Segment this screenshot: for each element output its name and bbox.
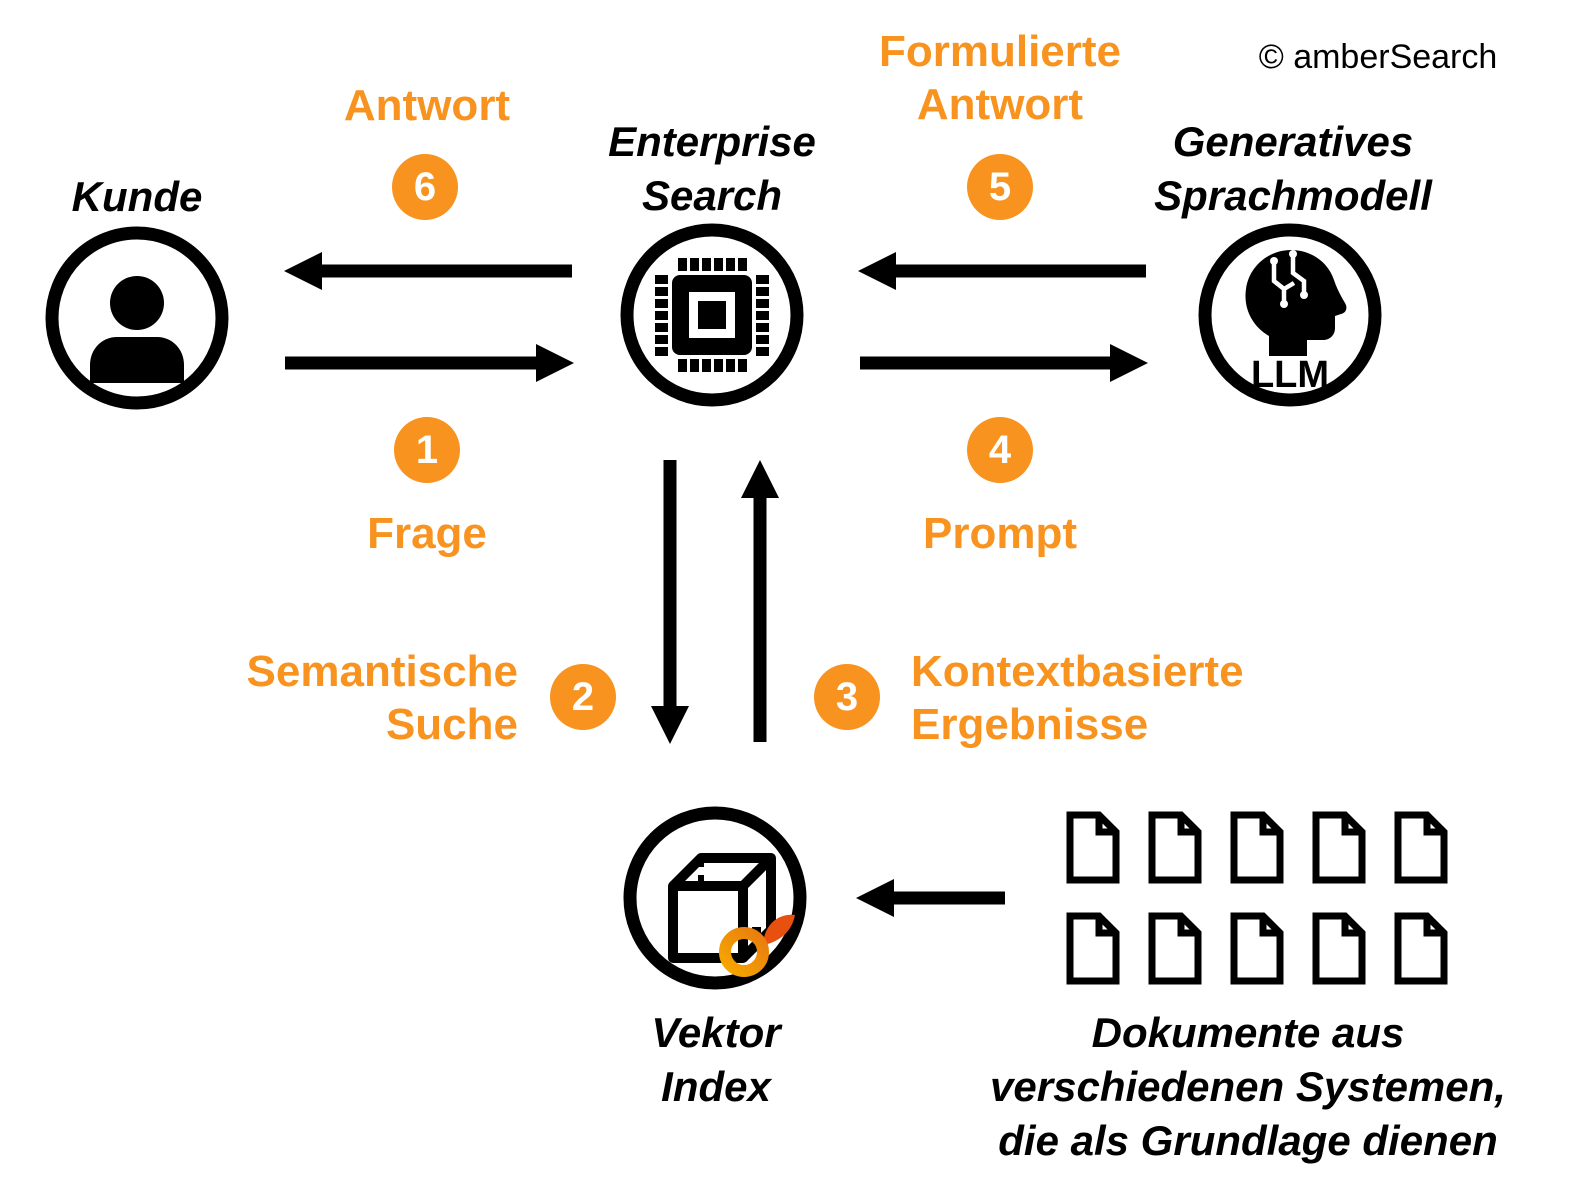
copyright-text: © amberSearch <box>1258 38 1498 76</box>
document-icon <box>1066 912 1120 985</box>
language-model-node: LLM <box>1198 223 1382 407</box>
llm-caption: LLM <box>1251 354 1329 396</box>
semantic-search-arrow <box>651 460 689 744</box>
step-3-badge: 3 <box>814 664 880 730</box>
document-icon <box>1230 811 1284 884</box>
step-4-badge: 4 <box>967 417 1033 483</box>
ai-head-icon: LLM <box>1198 223 1382 407</box>
step-4-label: Prompt <box>923 509 1077 558</box>
document-icon <box>1230 912 1284 985</box>
step-6-label: Antwort <box>343 81 511 130</box>
answer-arrow <box>284 252 572 290</box>
step-5-label: Formulierte Antwort <box>878 27 1122 129</box>
document-icon <box>1394 811 1448 884</box>
prompt-arrow <box>860 344 1148 382</box>
step-2-label: Semantische Suche <box>246 647 518 749</box>
step-3-label: Kontextbasierte Ergebnisse <box>911 647 1244 749</box>
question-arrow <box>285 344 574 382</box>
step-1-badge: 1 <box>394 417 460 483</box>
chip-icon <box>620 223 804 407</box>
document-icon <box>1312 912 1366 985</box>
document-icon <box>1148 912 1202 985</box>
vector-index-node <box>623 806 807 990</box>
step-1-label: Frage <box>367 509 487 558</box>
documents-group <box>1064 810 1450 986</box>
formulated-answer-arrow <box>858 252 1146 290</box>
context-results-arrow <box>741 460 779 742</box>
step-5-badge: 5 <box>967 154 1033 220</box>
step-2-badge: 2 <box>550 664 616 730</box>
documents-arrow <box>856 879 1005 917</box>
step-6-badge: 6 <box>392 154 458 220</box>
customer-node <box>45 226 229 410</box>
document-icon <box>1066 811 1120 884</box>
person-icon <box>45 226 229 410</box>
documents-caption: Dokumente aus verschiedenen Systemen, di… <box>990 1009 1506 1164</box>
cube-amber-logo-icon <box>623 806 807 990</box>
enterprise-search-node <box>620 223 804 407</box>
vector-index-label: Vektor Index <box>651 1009 781 1110</box>
document-icon <box>1148 811 1202 884</box>
document-icon <box>1312 811 1366 884</box>
document-icon <box>1394 912 1448 985</box>
customer-label: Kunde <box>71 173 203 220</box>
language-model-label: Generatives Sprachmodell <box>1154 118 1432 219</box>
enterprise-search-label: Enterprise Search <box>608 118 816 219</box>
